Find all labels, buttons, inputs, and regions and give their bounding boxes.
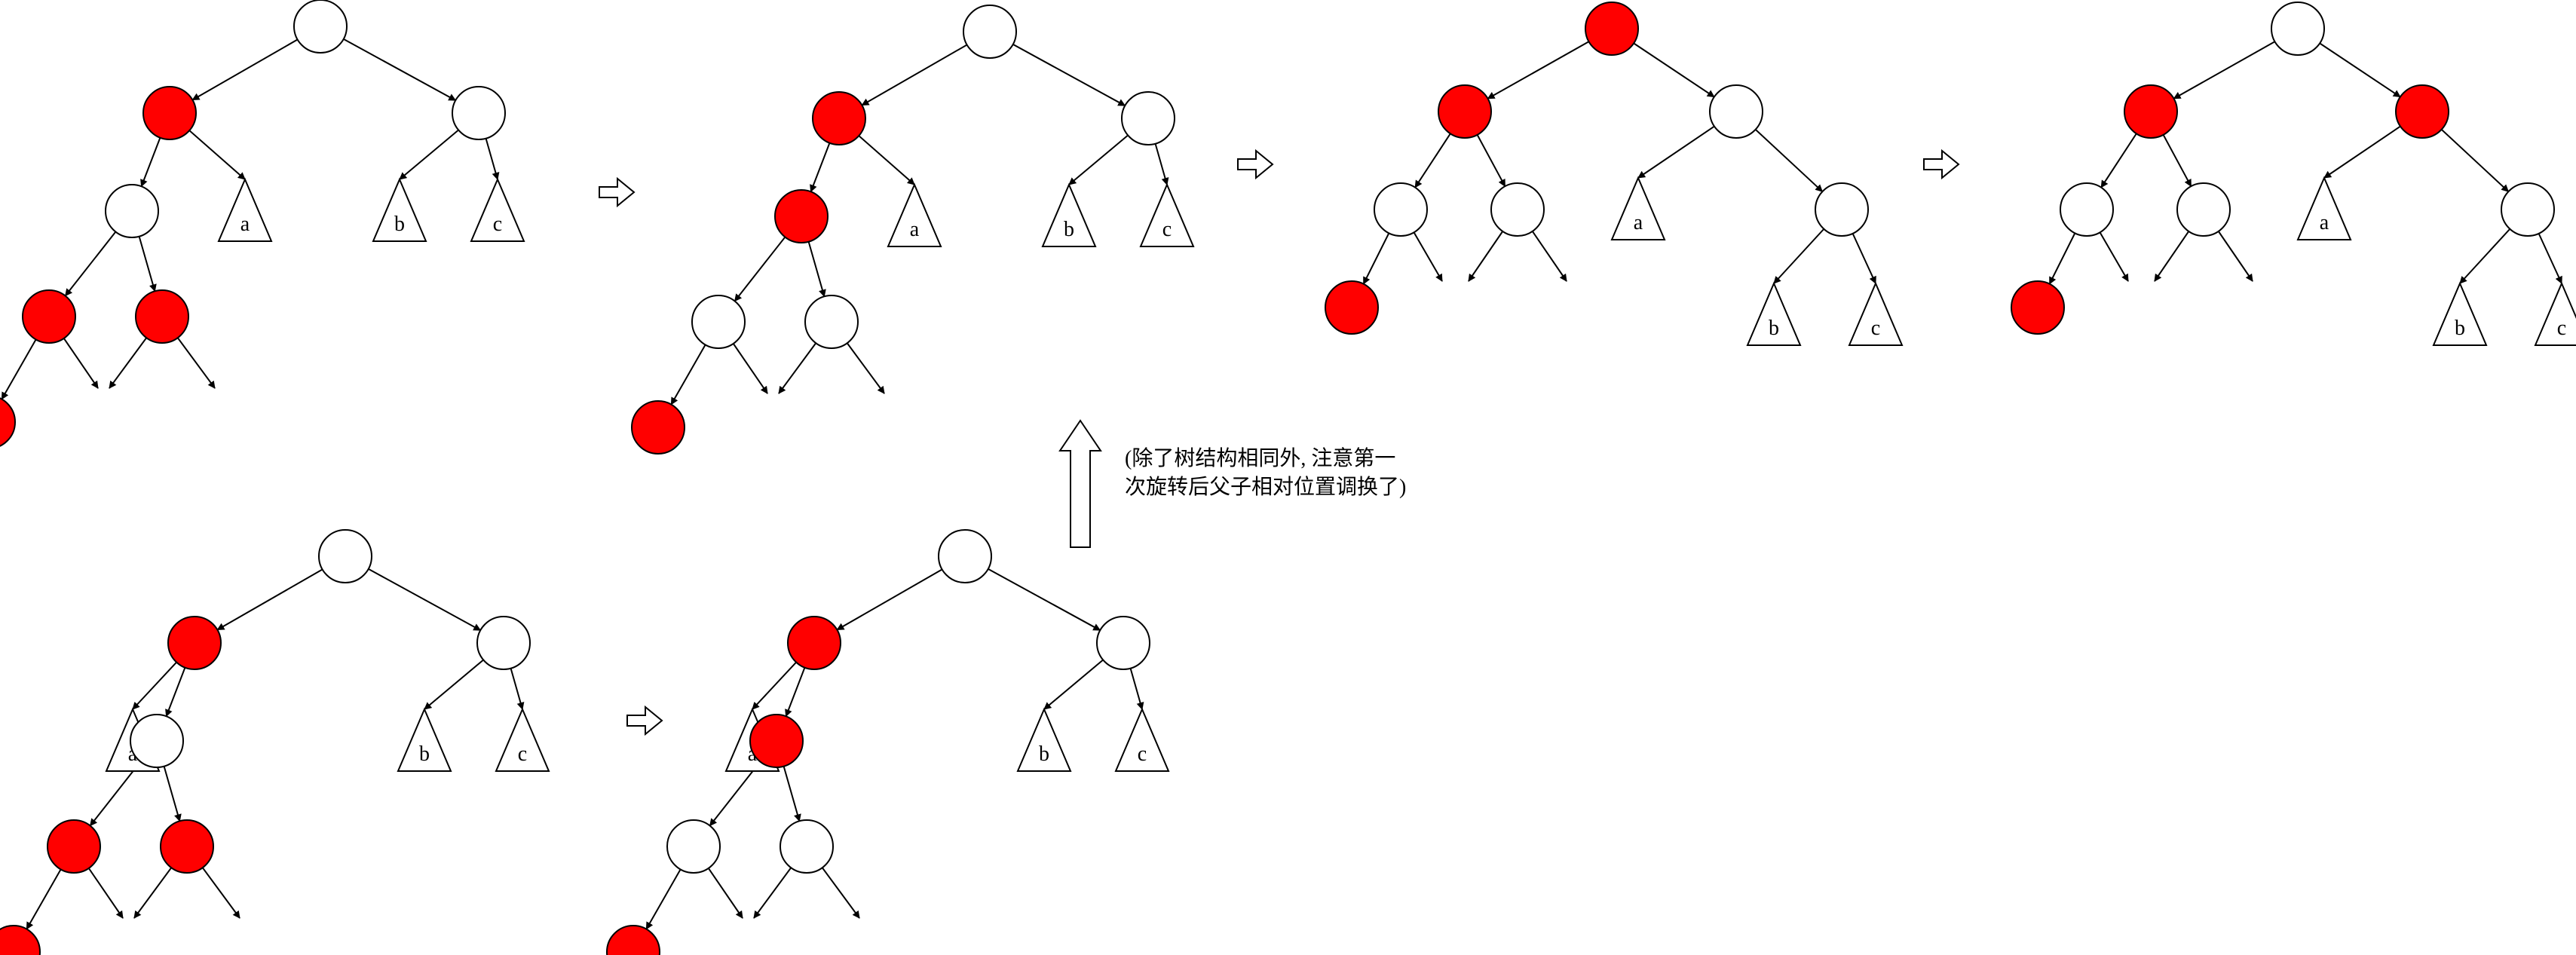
d3-subtree-c: [1848, 281, 1904, 346]
d6-subtree-b-label: b: [1039, 742, 1049, 766]
d3-node-level2-mid: [1490, 182, 1545, 237]
d5-node-mid: [130, 714, 184, 768]
d5-node-root: [318, 529, 372, 583]
d2-node-left: [812, 91, 866, 145]
d2-subtree-b: [1041, 182, 1097, 247]
d1-subtree-a: [217, 177, 273, 242]
d1-node-level3-right: [135, 289, 189, 344]
d3-node-leaf: [1325, 280, 1379, 335]
d3-subtree-b: [1746, 281, 1802, 346]
d5-node-level3-right: [160, 819, 214, 874]
d4-node-level2-right: [2501, 182, 2555, 237]
d4-node-root: [2271, 2, 2325, 56]
transition-arrow-up: [1058, 419, 1102, 548]
d6-node-level3-left: [666, 819, 721, 874]
d4-node-leaf: [2011, 280, 2065, 335]
transition-arrow-3: [1923, 148, 1960, 180]
d1-subtree-b: [372, 177, 427, 242]
d5-subtree-c: [495, 707, 550, 772]
d5-node-leaf: [0, 925, 41, 955]
d3-node-level2-right: [1815, 182, 1869, 237]
d3-node-left: [1438, 84, 1492, 139]
rotation-note-line-1: (除了树结构相同外, 注意第一: [1125, 447, 1396, 470]
d2-subtree-a: [887, 182, 942, 247]
d3-node-right: [1709, 84, 1763, 139]
d6-node-left: [787, 616, 841, 670]
d6-node-leaf: [606, 925, 660, 955]
d4-subtree-a-label: a: [2320, 211, 2329, 234]
d1-subtree-b-label: b: [394, 213, 405, 236]
d5-subtree-c-label: c: [518, 742, 527, 766]
d4-subtree-c-label: c: [2557, 317, 2566, 340]
d5-node-level3-left: [47, 819, 101, 874]
d6-node-root: [938, 529, 992, 583]
d4-node-left: [2124, 84, 2178, 139]
d2-node-right: [1121, 91, 1175, 145]
d1-subtree-c-label: c: [493, 213, 502, 236]
d6-node-right: [1096, 616, 1150, 670]
d4-subtree-b-label: b: [2455, 317, 2465, 340]
d5-subtree-b: [397, 707, 452, 772]
d6-subtree-c: [1114, 707, 1170, 772]
d1-node-root: [293, 0, 348, 54]
d1-node-level3-left: [22, 289, 76, 344]
transition-arrow-1: [599, 176, 636, 208]
d3-subtree-a: [1610, 176, 1666, 240]
d3-subtree-a-label: a: [1634, 211, 1643, 234]
d2-subtree-a-label: a: [910, 218, 920, 241]
d3-node-root: [1585, 2, 1639, 56]
d2-node-mid: [774, 189, 829, 243]
d5-subtree-b-label: b: [419, 742, 430, 766]
d6-subtree-c-label: c: [1138, 742, 1147, 766]
d4-subtree-b: [2432, 281, 2488, 346]
d4-node-level2-left: [2060, 182, 2114, 237]
d2-node-level3-right: [804, 295, 859, 349]
d1-node-left: [142, 86, 197, 140]
d4-node-level2-mid: [2176, 182, 2231, 237]
d2-subtree-c-label: c: [1162, 218, 1172, 241]
d4-subtree-c: [2534, 281, 2576, 346]
d2-subtree-c: [1139, 182, 1195, 247]
d5-node-right: [476, 616, 531, 670]
d1-node-right: [452, 86, 506, 140]
d2-node-level3-left: [691, 295, 746, 349]
d2-node-root: [963, 5, 1017, 59]
d1-node-leaf: [0, 397, 16, 447]
d3-subtree-b-label: b: [1769, 317, 1779, 340]
rotation-note: (除了树结构相同外, 注意第一 次旋转后父子相对位置调换了): [1125, 445, 1441, 502]
d2-node-leaf: [631, 400, 685, 455]
d5-node-left: [167, 616, 222, 670]
d3-subtree-c-label: c: [1871, 317, 1880, 340]
d3-node-level2-left: [1374, 182, 1428, 237]
d4-subtree-a: [2296, 176, 2352, 240]
transition-arrow-4: [626, 705, 663, 736]
rotation-note-line-2: 次旋转后父子相对位置调换了): [1125, 476, 1407, 499]
d1-subtree-a-label: a: [240, 213, 250, 236]
d6-node-level3-right: [780, 819, 834, 874]
d4-node-right: [2395, 84, 2449, 139]
transition-arrow-2: [1237, 148, 1274, 180]
d2-subtree-b-label: b: [1064, 218, 1074, 241]
d6-node-mid: [749, 714, 804, 768]
d1-node-mid: [105, 184, 159, 238]
d1-subtree-c: [470, 177, 525, 242]
d6-subtree-b: [1016, 707, 1072, 772]
